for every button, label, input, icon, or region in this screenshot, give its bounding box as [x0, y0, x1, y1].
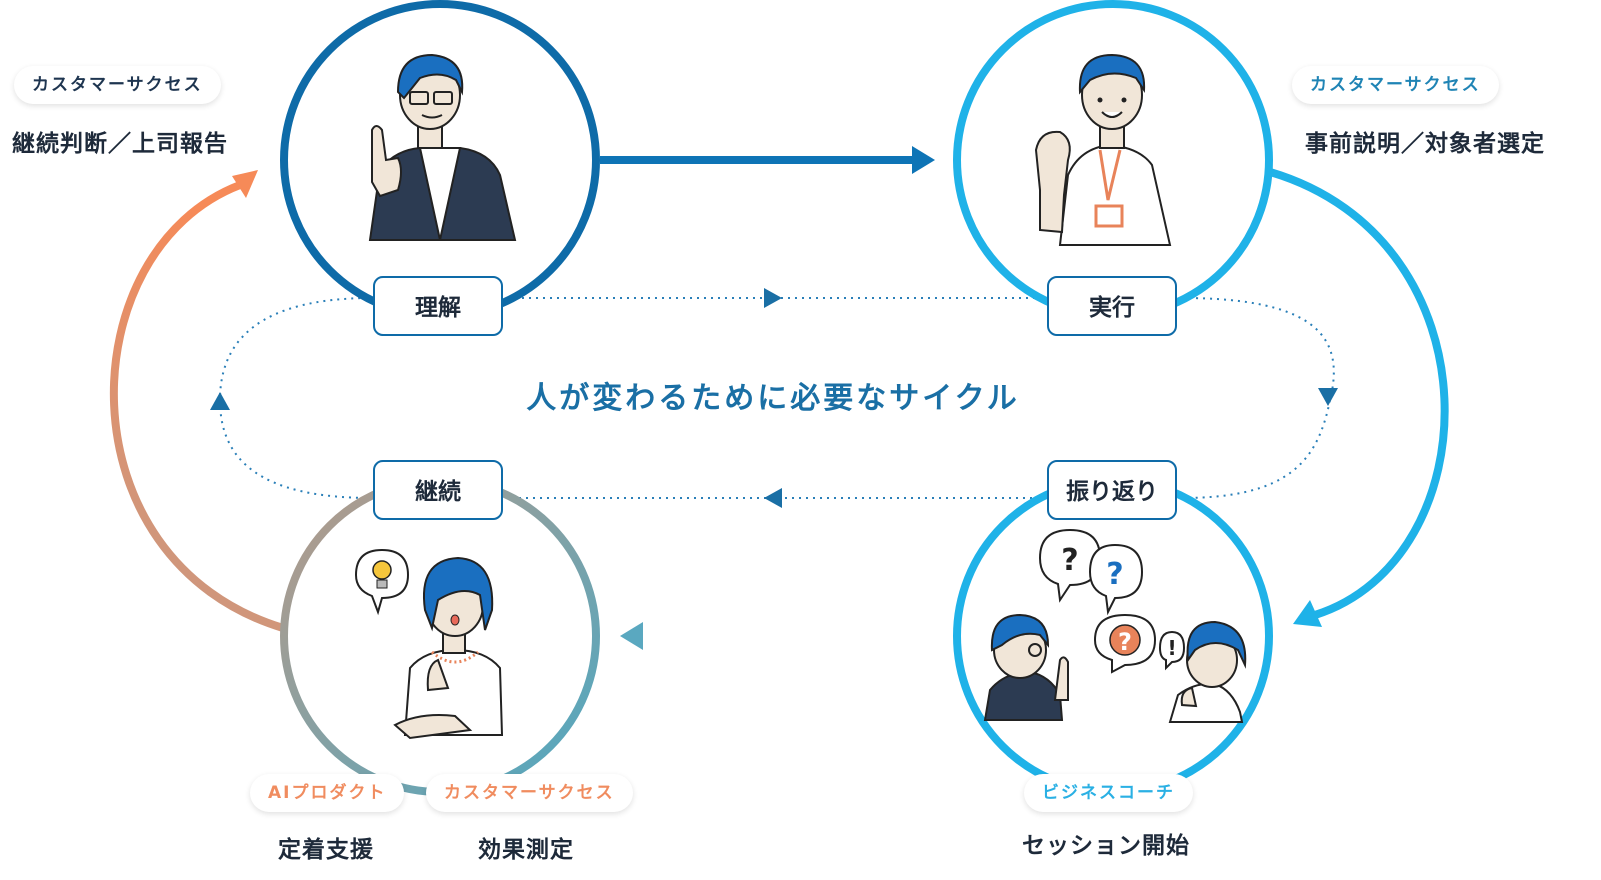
arrowhead-bottom [620, 622, 643, 650]
question-mark-1: ? [1061, 543, 1078, 578]
caption-ai-support: 定着支援 [278, 837, 374, 863]
center-title: 人が変わるために必要なサイクル [526, 381, 1020, 416]
lightbulb-icon [372, 560, 392, 580]
caption-session-start: セッション開始 [1022, 833, 1190, 859]
illustration-woman [354, 548, 504, 740]
arrow-left-arc [109, 181, 285, 632]
stage-understand: 理解 [373, 276, 503, 336]
arrowhead-left-arc [232, 170, 258, 198]
dotted-arrowhead-top [764, 288, 782, 308]
dotted-arrowhead-left [210, 392, 230, 410]
stage-reflect: 振り返り [1047, 460, 1177, 520]
question-mark-2: ? [1106, 557, 1123, 592]
dotted-loop-right [1181, 297, 1335, 499]
arrowhead-top [912, 146, 935, 174]
dotted-arrowhead-bottom [764, 488, 782, 508]
badge-customer-success-tl: カスタマーサクセス [14, 66, 221, 104]
caption-tl: 継続判断／上司報告 [12, 131, 228, 157]
caption-effect-measure: 効果測定 [478, 837, 574, 863]
stage-continue: 継続 [373, 460, 503, 520]
arrow-right-arc [1268, 168, 1449, 619]
dotted-arrowhead-right [1318, 388, 1338, 406]
dotted-loop-left [218, 297, 373, 499]
question-mark-3: ? [1118, 628, 1132, 656]
badge-ai-product: AIプロダクト [250, 774, 405, 812]
badge-customer-success-tr: カスタマーサクセス [1292, 66, 1499, 104]
badge-business-coach: ビジネスコーチ [1024, 774, 1193, 812]
circle-continue [280, 476, 600, 796]
illustration-discussion: ? ? ? ! [983, 528, 1247, 723]
exclamation-mark: ! [1167, 636, 1176, 660]
caption-tr: 事前説明／対象者選定 [1305, 131, 1545, 157]
stage-execute: 実行 [1047, 276, 1177, 336]
illustration-young-man [1034, 53, 1172, 246]
illustration-manager [368, 53, 517, 241]
arrowhead-right-arc [1293, 600, 1322, 627]
badge-customer-success-bl: カスタマーサクセス [426, 774, 633, 812]
